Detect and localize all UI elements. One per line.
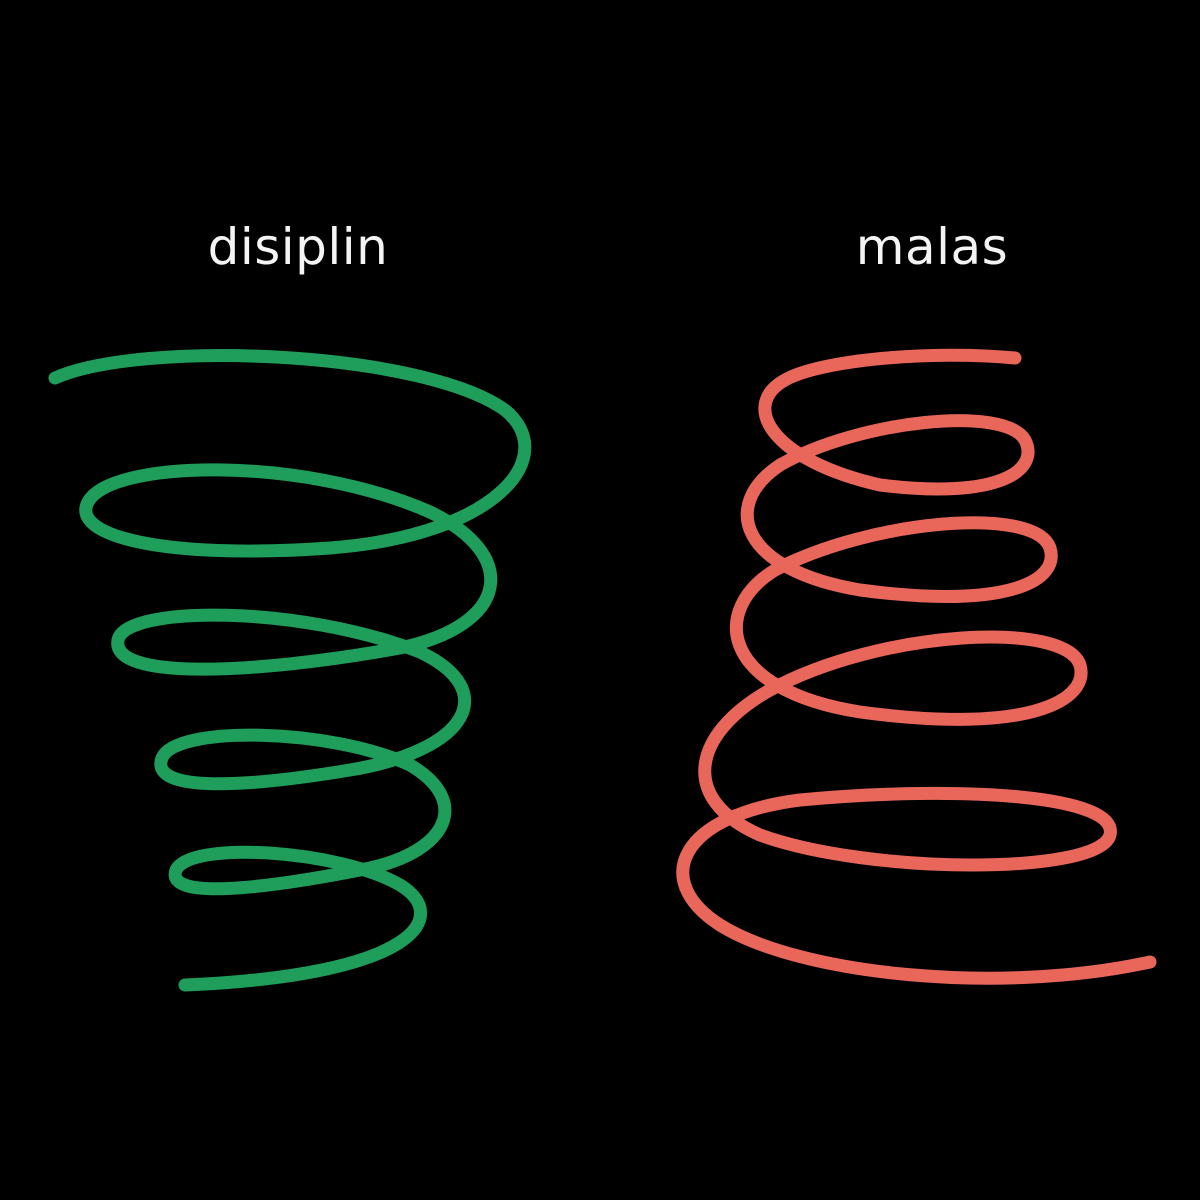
green-spiral — [48, 349, 532, 992]
red-spiral — [676, 348, 1157, 985]
label-disiplin: disiplin — [207, 218, 389, 276]
label-malas: malas — [855, 218, 1009, 276]
